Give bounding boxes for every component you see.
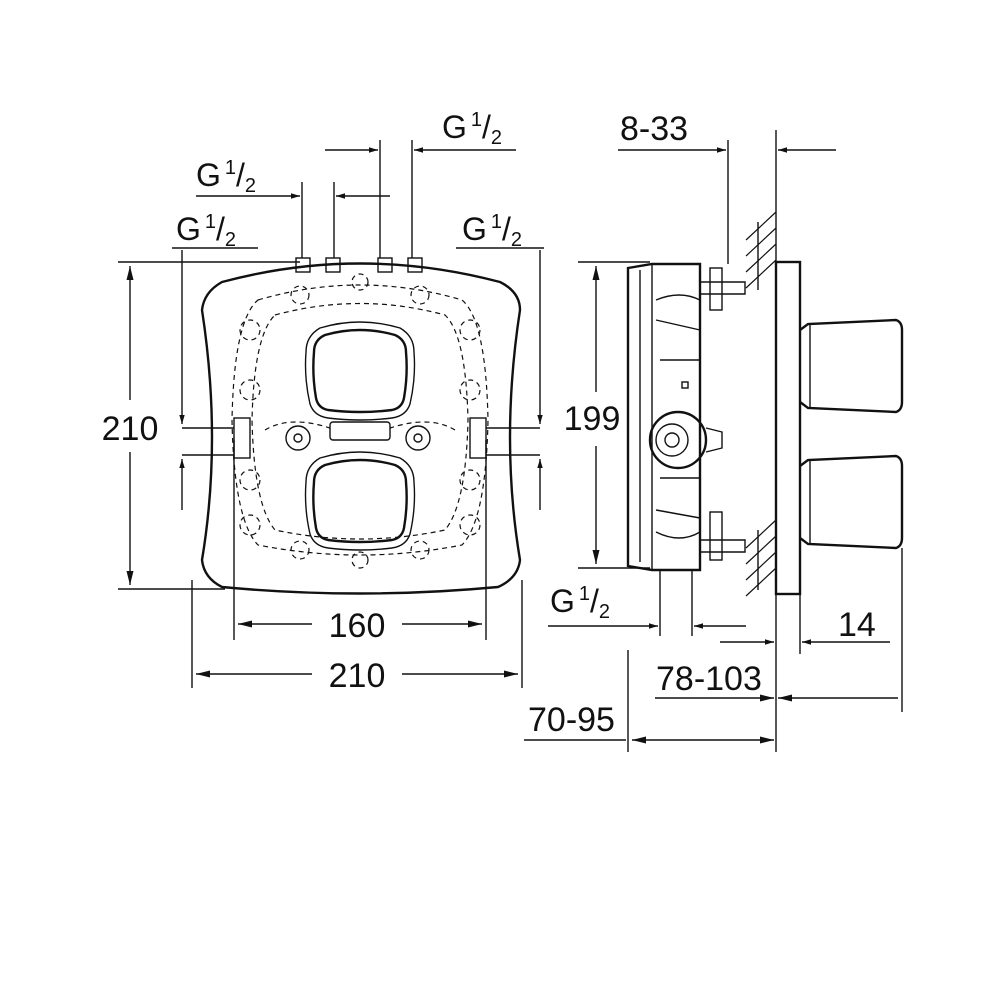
valve-cartridge [648, 410, 723, 470]
top-outlets [295, 257, 423, 273]
cover-plate-outline [200, 262, 522, 595]
hidden-bosses [239, 273, 481, 569]
front-height-label: 210 [102, 410, 159, 448]
mounting-screws [709, 267, 723, 561]
hidden-body-inner [251, 302, 469, 540]
central-mechanism [264, 421, 456, 451]
depth-outer-label: 78-103 [656, 660, 762, 698]
cover-plate-profile [774, 260, 802, 596]
side-view [626, 130, 904, 600]
wall-hatching [745, 130, 777, 600]
depth-inner-label: 70-95 [528, 701, 615, 739]
side-inlets [182, 417, 540, 459]
upper-handle [312, 328, 408, 414]
front-width-label: 210 [329, 657, 386, 695]
hidden-body-outline [231, 284, 489, 556]
lower-handle [312, 458, 408, 544]
handles-profile [799, 318, 904, 550]
upper-handle-rim [304, 321, 416, 421]
side-height-label: 199 [564, 400, 621, 438]
box-internal-details [655, 294, 701, 539]
lower-handle-rim [304, 451, 416, 551]
projection-label: 14 [838, 606, 876, 644]
front-spacing-label: 160 [329, 607, 386, 645]
front-view [182, 257, 540, 595]
wall-thickness-label: 8-33 [620, 110, 688, 148]
